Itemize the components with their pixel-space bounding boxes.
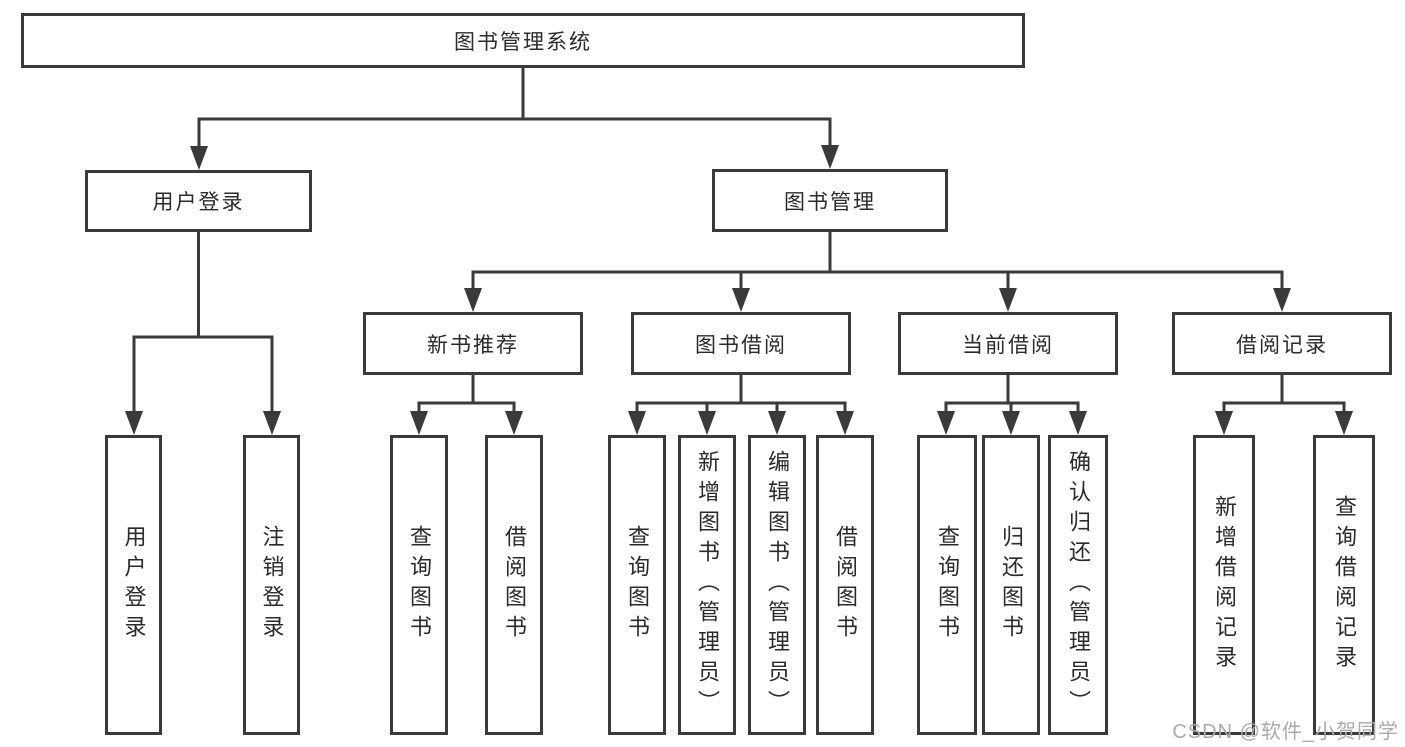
leaf-return-book-label: 归还图书 — [999, 525, 1024, 645]
node-borrow-records-label: 借阅记录 — [1236, 333, 1328, 357]
node-root: 图书管理系统 — [21, 13, 1025, 68]
leaf-query-books-3: 查询图书 — [917, 435, 977, 735]
node-book-management-label: 图书管理 — [784, 190, 876, 214]
arrowheads — [125, 145, 1353, 435]
leaf-query-books-3-label: 查询图书 — [935, 525, 960, 645]
leaf-query-books-1: 查询图书 — [390, 435, 448, 735]
leaf-logout-label: 注销登录 — [259, 525, 285, 645]
leaf-add-book-admin: 新增图书（管理员） — [678, 435, 736, 735]
node-new-book-recommend: 新书推荐 — [363, 312, 583, 375]
csdn-watermark: CSDN @软件_小贺同学 — [1172, 721, 1399, 743]
node-new-book-recommend-label: 新书推荐 — [427, 333, 519, 357]
node-current-borrow-label: 当前借阅 — [962, 333, 1054, 357]
leaf-borrow-books-2-label: 借阅图书 — [833, 525, 858, 645]
node-user-login: 用户登录 — [85, 170, 312, 232]
leaf-query-borrow-record-label: 查询借阅记录 — [1332, 495, 1357, 675]
leaf-edit-book-admin: 编辑图书（管理员） — [748, 435, 806, 735]
leaf-return-book: 归还图书 — [982, 435, 1040, 735]
leaf-user-login-label: 用户登录 — [121, 525, 147, 645]
node-borrow-records: 借阅记录 — [1172, 312, 1392, 375]
leaf-query-borrow-record: 查询借阅记录 — [1313, 435, 1375, 735]
leaf-confirm-return-admin-label: 确认归还（管理员） — [1066, 450, 1091, 720]
leaf-borrow-books-1-label: 借阅图书 — [502, 525, 527, 645]
leaf-add-borrow-record-label: 新增借阅记录 — [1212, 495, 1237, 675]
node-current-borrow: 当前借阅 — [898, 312, 1118, 375]
node-book-borrow: 图书借阅 — [631, 312, 851, 375]
leaf-edit-book-admin-label: 编辑图书（管理员） — [765, 450, 790, 720]
node-user-login-label: 用户登录 — [152, 191, 245, 214]
node-root-label: 图书管理系统 — [454, 30, 592, 54]
leaf-confirm-return-admin: 确认归还（管理员） — [1048, 435, 1108, 735]
leaf-query-books-2-label: 查询图书 — [625, 525, 650, 645]
leaf-query-books-2: 查询图书 — [608, 435, 666, 735]
leaf-logout: 注销登录 — [243, 435, 300, 735]
leaf-add-book-admin-label: 新增图书（管理员） — [695, 450, 720, 720]
node-book-management: 图书管理 — [712, 169, 948, 232]
leaf-query-books-1-label: 查询图书 — [407, 525, 432, 645]
leaf-add-borrow-record: 新增借阅记录 — [1193, 435, 1255, 735]
leaf-borrow-books-1: 借阅图书 — [485, 435, 543, 735]
leaf-borrow-books-2: 借阅图书 — [816, 435, 874, 735]
node-book-borrow-label: 图书借阅 — [695, 333, 787, 357]
leaf-user-login: 用户登录 — [105, 435, 162, 735]
